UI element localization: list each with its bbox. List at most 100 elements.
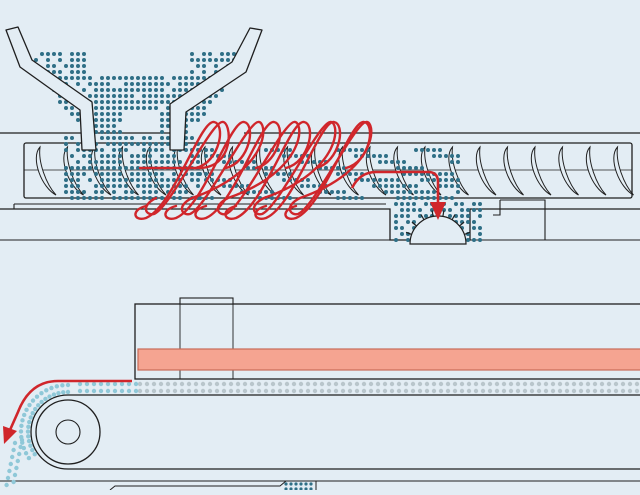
granule	[136, 166, 140, 170]
granule	[444, 154, 448, 158]
granule	[550, 381, 556, 387]
granule	[222, 160, 226, 164]
granule	[142, 184, 146, 188]
granule	[136, 154, 140, 158]
coil-loop	[164, 120, 252, 220]
granule	[148, 88, 152, 92]
granule	[166, 100, 170, 104]
granule	[148, 82, 152, 86]
granule	[456, 184, 460, 188]
granule	[94, 112, 98, 116]
granule	[5, 475, 11, 481]
rotor-tooth	[451, 214, 456, 221]
granule	[11, 479, 16, 485]
granule	[226, 52, 230, 56]
granule	[270, 388, 276, 394]
granule	[112, 142, 116, 146]
granule	[410, 381, 416, 387]
granule	[196, 106, 200, 110]
granule	[372, 178, 376, 182]
granule	[384, 184, 388, 188]
granule	[460, 202, 464, 206]
granule	[65, 389, 71, 395]
granule	[214, 64, 218, 68]
granule	[4, 482, 9, 488]
granule	[27, 402, 32, 408]
granule	[627, 381, 633, 387]
granule	[27, 419, 32, 425]
granule	[21, 412, 27, 418]
granule	[190, 76, 194, 80]
granule	[208, 58, 212, 62]
granule	[151, 388, 157, 394]
arrowhead-down-icon	[430, 202, 446, 220]
granule	[336, 166, 340, 170]
granule	[88, 166, 92, 170]
granule	[445, 388, 451, 394]
granule	[204, 154, 208, 158]
granule	[442, 208, 446, 212]
roller-hub	[55, 419, 81, 445]
granule	[124, 196, 128, 200]
granule	[172, 76, 176, 80]
granule	[375, 388, 381, 394]
granule	[76, 148, 80, 152]
granule	[240, 184, 244, 188]
granule	[148, 142, 152, 146]
granule	[494, 388, 500, 394]
granule	[406, 220, 410, 224]
granule	[130, 166, 134, 170]
granule	[501, 381, 507, 387]
granule	[76, 64, 80, 68]
granule	[394, 214, 398, 218]
granule	[305, 388, 311, 394]
granule	[88, 196, 92, 200]
granule	[124, 178, 128, 182]
granule	[178, 82, 182, 86]
granule	[242, 388, 248, 394]
rotor-body	[409, 215, 467, 245]
granule	[270, 381, 276, 387]
rotor-teeth	[405, 210, 471, 235]
granule	[112, 166, 116, 170]
granule	[426, 148, 430, 152]
granule	[543, 388, 549, 394]
granule	[36, 403, 41, 408]
granule	[18, 429, 24, 434]
granule	[445, 381, 451, 387]
granule	[282, 154, 286, 158]
granule	[64, 190, 68, 194]
granule	[142, 178, 146, 182]
granule	[124, 166, 128, 170]
granule	[202, 106, 206, 110]
granule	[515, 381, 521, 387]
granule	[136, 88, 140, 92]
granule	[252, 166, 256, 170]
granule	[112, 388, 118, 394]
granule	[130, 136, 134, 140]
granule	[444, 178, 448, 182]
granule	[190, 112, 194, 116]
granule	[126, 388, 132, 394]
granule	[154, 94, 158, 98]
granule	[448, 214, 452, 218]
granule	[396, 184, 400, 188]
granule	[412, 202, 416, 206]
granule	[65, 382, 71, 388]
granule	[214, 388, 220, 394]
granule	[12, 440, 18, 446]
granule	[390, 178, 394, 182]
arrowhead-icon	[3, 426, 17, 444]
granule	[501, 388, 507, 394]
granule	[106, 142, 110, 146]
granule	[33, 406, 38, 412]
granule	[133, 388, 139, 394]
granule	[306, 184, 310, 188]
granule	[154, 184, 158, 188]
granule	[58, 58, 62, 62]
granule	[406, 208, 410, 212]
granule	[112, 178, 116, 182]
granule	[70, 106, 74, 110]
granule	[118, 142, 122, 146]
granule	[84, 381, 90, 387]
